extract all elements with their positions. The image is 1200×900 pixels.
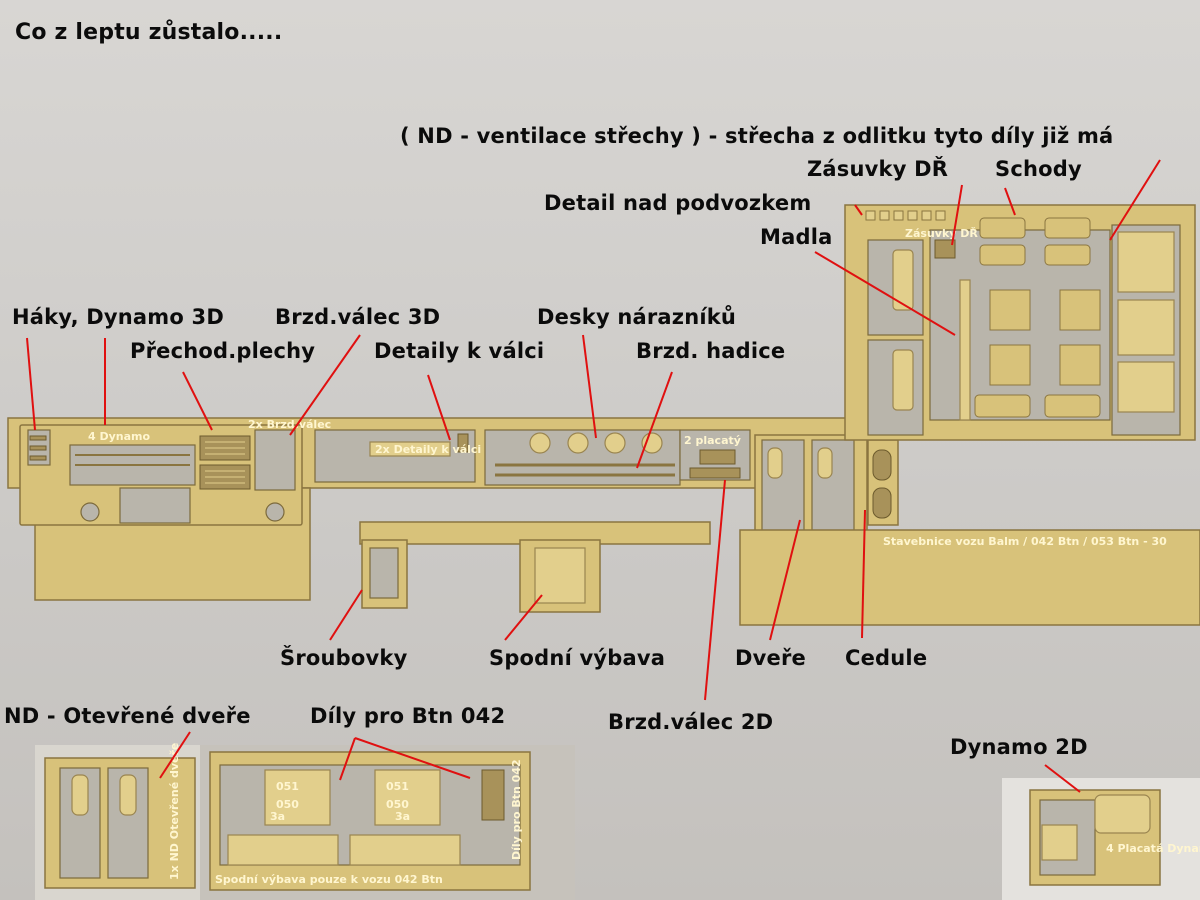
- etched-dily-side-text: Díly pro Btn 042: [510, 759, 523, 860]
- label-brzd-valec-3d: Brzd.válec 3D: [275, 305, 441, 329]
- label-madla: Madla: [760, 225, 833, 249]
- label-brzd-valec-2d: Brzd.válec 2D: [608, 710, 774, 734]
- main-etch-fret: [7, 417, 1200, 626]
- label-dynamo-2d: Dynamo 2D: [950, 735, 1088, 759]
- label-detail-nad-podvozkem: Detail nad podvozkem: [544, 191, 812, 215]
- part-number-2: 050: [276, 798, 299, 811]
- page-title: Co z leptu zůstalo.....: [15, 20, 283, 45]
- part-number-6: 3a: [395, 810, 410, 823]
- label-cedule: Cedule: [845, 646, 928, 670]
- part-number-1: 051: [276, 780, 299, 793]
- label-brzd-hadice: Brzd. hadice: [636, 339, 786, 363]
- label-desky-narazniku: Desky nárazníků: [537, 305, 737, 329]
- etched-spodni-text: Spodní výbava pouze k vozu 042 Btn: [215, 873, 443, 886]
- etched-zasuvky-text: Zásuvky DŘ: [905, 227, 978, 240]
- etched-placata-text: 4 Placatá Dynamo: [1106, 842, 1200, 855]
- part-number-3: 051: [386, 780, 409, 793]
- label-spodni-vybava: Spodní výbava: [489, 646, 666, 670]
- etched-detaily-text: 2x Detaily k válci: [375, 443, 481, 456]
- etched-dynamo-text: 4 Dynamo: [88, 430, 151, 443]
- annotation-lines: [26, 159, 1161, 793]
- part-number-4: 050: [386, 798, 409, 811]
- label-haky-dynamo: Háky, Dynamo 3D: [12, 305, 224, 329]
- label-zasuvky: Zásuvky DŘ: [807, 157, 949, 181]
- etched-stavebnice-text: Stavebnice vozu Balm / 042 Btn / 053 Btn…: [883, 535, 1167, 548]
- upper-right-etch: [844, 204, 1196, 441]
- inset-photo-left: 051 050 051 050 3a 3a Spodní výbava pouz…: [35, 743, 575, 900]
- label-nd-ventilace: ( ND - ventilace střechy ) - střecha z o…: [400, 124, 1114, 148]
- label-prechod-plechy: Přechod.plechy: [130, 339, 316, 363]
- label-schody: Schody: [995, 157, 1082, 181]
- label-sroubovky: Šroubovky: [280, 646, 408, 670]
- etched-otevrene-text: 1x ND Otevřené dveře: [168, 743, 181, 880]
- label-dvere: Dveře: [735, 646, 806, 670]
- inset-photo-right: 4 Placatá Dynamo: [1002, 778, 1200, 900]
- etched-placaty-text: 2 placatý: [684, 434, 741, 447]
- label-dily-pro-btn: Díly pro Btn 042: [310, 704, 506, 728]
- part-number-5: 3a: [270, 810, 285, 823]
- etched-brzd-text: 2x Brzd.válec: [248, 418, 331, 431]
- label-nd-otevrene-dvere: ND - Otevřené dveře: [4, 704, 251, 728]
- label-detaily-k-valci: Detaily k válci: [374, 339, 545, 363]
